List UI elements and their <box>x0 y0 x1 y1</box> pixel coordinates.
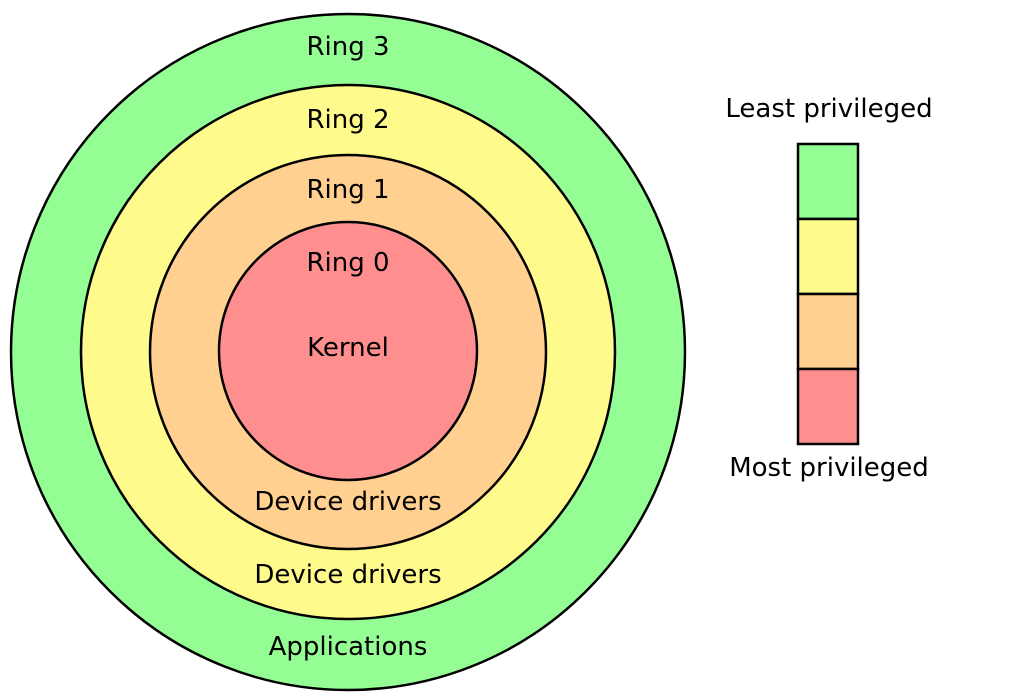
privilege-legend <box>796 142 860 446</box>
legend-swatch-ring-2 <box>796 217 860 296</box>
ring-2-label: Ring 2 <box>306 105 389 135</box>
ring-3-content: Applications <box>269 632 428 662</box>
ring-1-content: Device drivers <box>254 487 441 517</box>
ring-0-circle <box>217 220 479 482</box>
legend-bottom-label: Most privileged <box>729 453 929 483</box>
rings <box>9 12 687 692</box>
ring-1-label: Ring 1 <box>306 175 389 205</box>
legend-swatch-ring-3 <box>796 142 860 221</box>
ring-0-label: Ring 0 <box>306 248 389 278</box>
ring-3-label: Ring 3 <box>306 32 389 62</box>
legend-top-label: Least privileged <box>725 94 932 124</box>
ring-0-content: Kernel <box>307 333 389 363</box>
legend-swatch-ring-1 <box>796 292 860 371</box>
ring-2-content: Device drivers <box>254 560 441 590</box>
legend-swatch-ring-0 <box>796 367 860 446</box>
